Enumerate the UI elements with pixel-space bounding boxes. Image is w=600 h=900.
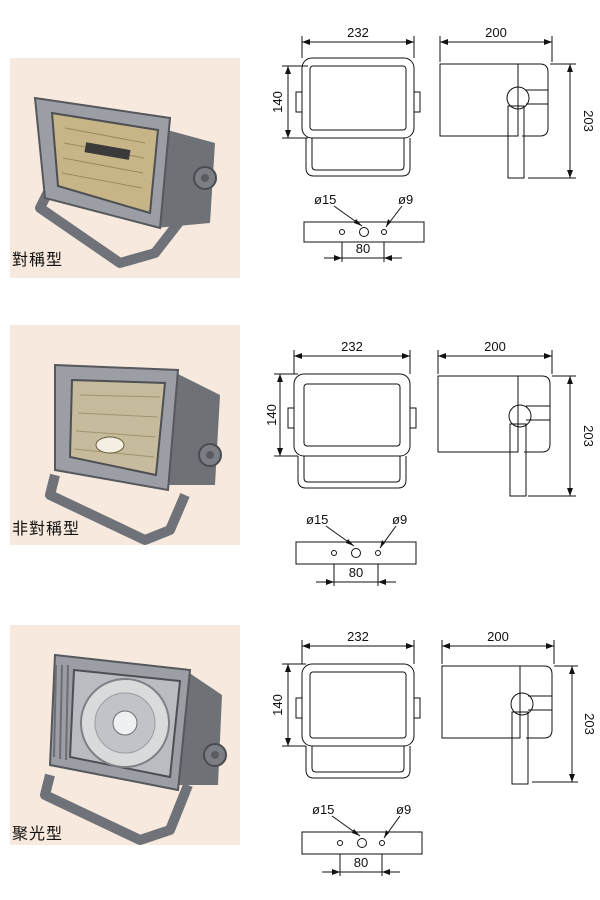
side-height-dim-label: 203 xyxy=(581,110,596,132)
width-dim-label: 232 xyxy=(341,339,363,354)
hole-large-label: ø15 xyxy=(314,192,336,207)
floodlight-photo xyxy=(10,58,240,278)
hole-large-label: ø15 xyxy=(312,802,334,817)
width-dim-label: 232 xyxy=(347,25,369,40)
depth-dim-label: 200 xyxy=(485,25,507,40)
dimension-drawing: 232 200 140 203 ø15 ø9 80 xyxy=(270,25,596,262)
type-label: 對稱型 xyxy=(12,250,64,269)
height-dim-label: 140 xyxy=(264,404,279,426)
floodlight-section-symmetric: 對稱型 xyxy=(0,0,600,300)
hole-spacing-label: 80 xyxy=(349,565,363,580)
type-label: 非對稱型 xyxy=(12,519,81,538)
height-dim-label: 140 xyxy=(270,91,285,113)
width-dim-label: 232 xyxy=(347,629,369,644)
hole-small-label: ø9 xyxy=(396,802,411,817)
depth-dim-label: 200 xyxy=(487,629,509,644)
depth-dim-label: 200 xyxy=(484,339,506,354)
type-label: 聚光型 xyxy=(12,824,64,843)
hole-spacing-label: 80 xyxy=(356,241,370,256)
floodlight-section-spot: 聚光型 xyxy=(0,610,600,900)
dimension-drawing: 232 200 140 203 ø15 ø9 80 xyxy=(264,339,596,586)
floodlight-photo xyxy=(10,325,240,545)
floodlight-photo xyxy=(10,625,240,845)
hole-small-label: ø9 xyxy=(392,512,407,527)
height-dim-label: 140 xyxy=(270,694,285,716)
hole-small-label: ø9 xyxy=(398,192,413,207)
hole-spacing-label: 80 xyxy=(354,855,368,870)
side-height-dim-label: 203 xyxy=(581,425,596,447)
dimension-drawing: 232 200 140 203 ø15 ø9 80 xyxy=(270,629,597,876)
floodlight-section-asymmetric: 非對稱型 xyxy=(0,305,600,605)
hole-large-label: ø15 xyxy=(306,512,328,527)
side-height-dim-label: 203 xyxy=(582,713,597,735)
